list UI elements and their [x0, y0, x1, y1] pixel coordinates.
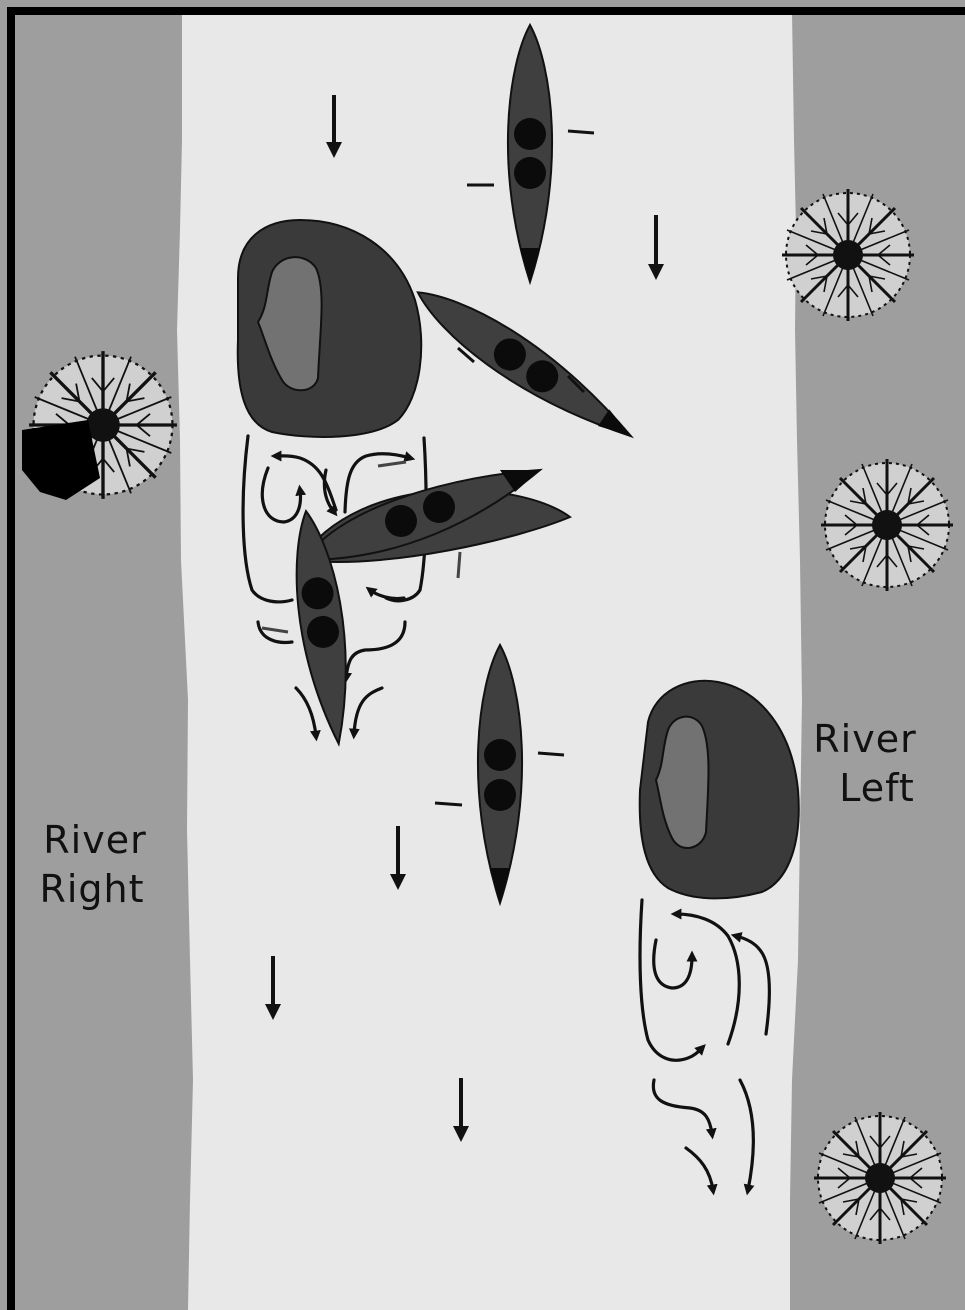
river-left-label-line2: Left	[839, 766, 915, 810]
paddler	[514, 118, 546, 150]
paddle-blade	[435, 803, 462, 805]
paddler	[423, 491, 455, 523]
paddle-blade	[568, 131, 594, 133]
paddler	[484, 739, 516, 771]
paddle-blade	[458, 552, 460, 578]
river-right-label-line2: Right	[39, 867, 144, 911]
bush-icon	[814, 1112, 946, 1244]
paddle-blade	[538, 753, 564, 755]
paddler	[484, 779, 516, 811]
river-left-label-line1: River	[813, 717, 916, 761]
paddler	[514, 157, 546, 189]
river-right-label-line1: River	[43, 818, 146, 862]
paddler	[385, 505, 417, 537]
bush-icon	[821, 459, 953, 591]
bush-icon	[782, 189, 914, 321]
river-water	[177, 12, 802, 1310]
